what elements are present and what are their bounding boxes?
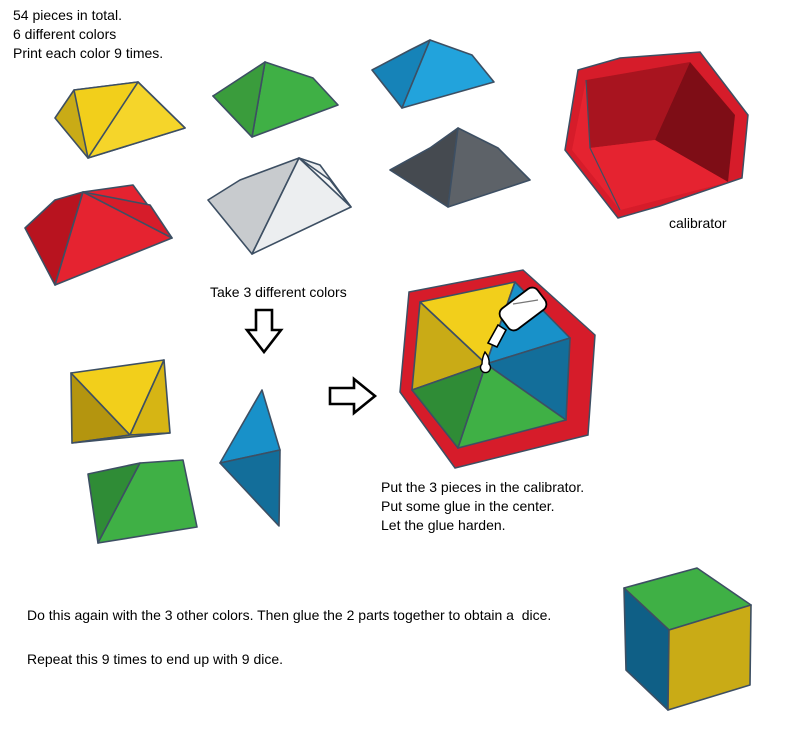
red-pyramid [24, 184, 173, 286]
green-piece [87, 459, 198, 544]
green-pyramid [212, 61, 339, 138]
intro-line: Print each color 9 times. [13, 45, 164, 61]
step-line: Put the 3 pieces in the calibrator. [381, 479, 585, 495]
step-line: Let the glue harden. [381, 517, 506, 533]
down-arrow-icon [244, 308, 284, 355]
yellow-pyramid [54, 81, 186, 159]
blue-piece [219, 389, 281, 527]
step-instructions: Put the 3 pieces in the calibrator. Put … [381, 478, 584, 535]
intro-text: 54 pieces in total. 6 different colors P… [13, 6, 163, 63]
yellow-piece [70, 359, 171, 444]
final-instruction-2: Repeat this 9 times to end up with 9 dic… [27, 651, 284, 667]
calibrator-filled [399, 269, 596, 469]
intro-line: 54 pieces in total. [13, 7, 122, 23]
intro-line: 6 different colors [13, 26, 117, 42]
right-arrow-icon [328, 376, 378, 416]
calibrator-empty [564, 51, 749, 219]
dice-cube [623, 567, 752, 711]
glue-bottle-icon [479, 286, 548, 374]
step-line: Put some glue in the center. [381, 498, 555, 514]
final-instruction-1: Do this again with the 3 other colors. T… [27, 607, 552, 623]
calibrator-label: calibrator [669, 215, 727, 231]
take-colors-label: Take 3 different colors [210, 284, 347, 300]
blue-pyramid [371, 39, 495, 109]
gray-pyramid [389, 127, 531, 208]
white-pyramid [207, 157, 352, 255]
